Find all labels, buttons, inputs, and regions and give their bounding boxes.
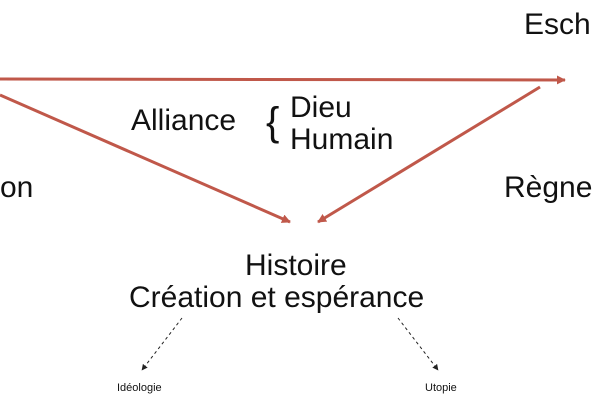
alliance-brace: {	[266, 100, 280, 144]
label-utopie: Utopie	[425, 382, 457, 394]
label-esch: Esch	[524, 8, 591, 41]
ideologie-dashed-arrow	[141, 317, 183, 371]
top-horizontal-arrow	[0, 75, 566, 85]
label-ideologie: Idéologie	[117, 382, 162, 394]
label-on: on	[0, 171, 34, 204]
left-diagonal-arrow	[0, 93, 291, 224]
label-humain: Humain	[290, 123, 394, 156]
label-histoire: Histoire	[245, 249, 347, 282]
label-alliance: Alliance	[131, 104, 237, 137]
utopie-dashed-arrow	[397, 317, 439, 371]
label-dieu: Dieu	[290, 91, 352, 124]
right-diagonal-arrow	[317, 85, 541, 224]
label-creation-esperance: Création et espérance	[129, 281, 425, 314]
label-regne: Règne	[504, 171, 593, 204]
